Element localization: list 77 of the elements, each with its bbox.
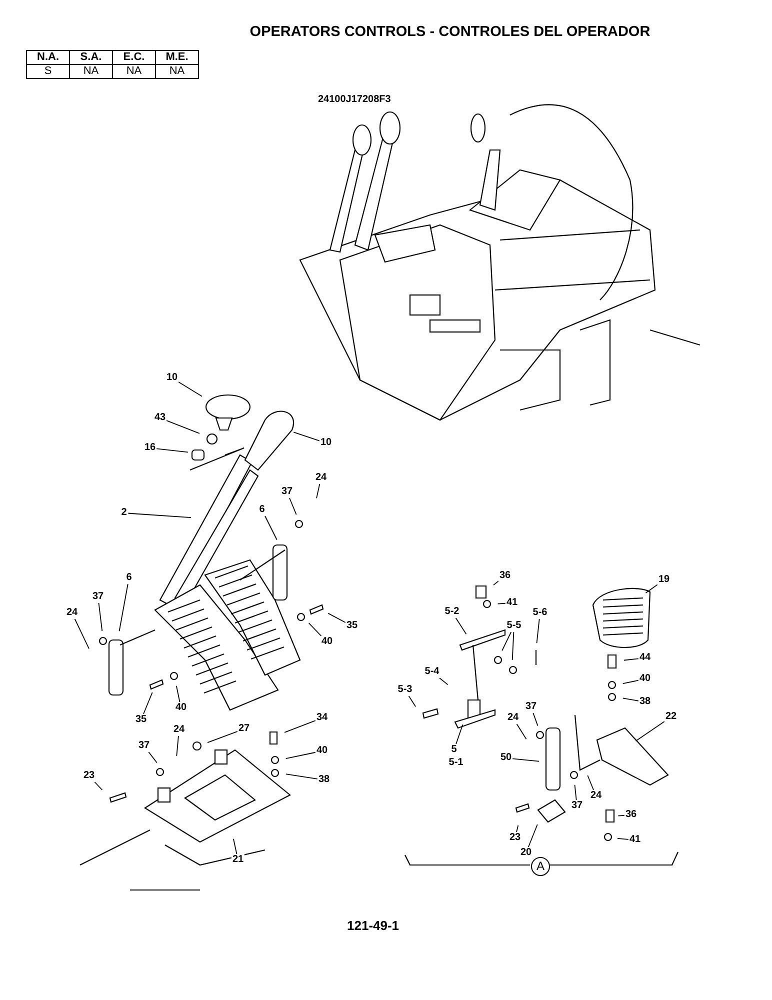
- leader-line: [587, 775, 594, 790]
- callout-number: 5-5: [506, 620, 522, 632]
- leader-line: [532, 712, 538, 726]
- table-cell: NA: [112, 64, 156, 78]
- table-cell: NA: [70, 64, 112, 78]
- leader-line: [624, 658, 639, 661]
- leader-line: [574, 784, 577, 800]
- leader-line: [293, 432, 320, 442]
- leader-line: [285, 774, 318, 780]
- leader-line: [74, 618, 90, 650]
- leader-line: [512, 758, 540, 762]
- leader-line: [285, 752, 316, 760]
- callout-number: 43: [153, 412, 167, 424]
- callout-number: 10: [165, 372, 179, 384]
- leader-line: [176, 736, 179, 756]
- callout-number: 24: [314, 472, 328, 484]
- leader-line: [455, 618, 467, 635]
- callout-number: 37: [137, 740, 151, 752]
- callout-number: 22: [664, 711, 678, 723]
- leader-line: [316, 484, 320, 499]
- leader-line: [328, 612, 346, 623]
- leader-line: [284, 720, 316, 733]
- table-header-cell: N.A.: [26, 50, 70, 64]
- callout-number: 27: [237, 723, 251, 735]
- leader-line: [178, 382, 202, 397]
- table-header-cell: S.A.: [70, 50, 112, 64]
- callout-number: 19: [657, 574, 671, 586]
- leader-line: [497, 602, 506, 604]
- leader-line: [94, 782, 103, 790]
- callout-number: 6: [258, 504, 266, 516]
- leader-line: [166, 420, 200, 434]
- leader-line: [118, 584, 128, 632]
- callout-number: 23: [82, 770, 96, 782]
- drawing-number: 24100J17208F3: [318, 94, 391, 105]
- leader-line: [148, 752, 158, 764]
- leader-line: [635, 721, 665, 742]
- leader-line: [536, 618, 540, 644]
- leader-line: [645, 584, 658, 594]
- leader-line: [516, 724, 527, 740]
- leader-line: [618, 814, 625, 816]
- leader-line: [502, 632, 512, 652]
- leader-line: [264, 516, 278, 540]
- leader-line: [528, 824, 538, 848]
- callout-number: 24: [506, 712, 520, 724]
- title: OPERATORS CONTROLS - CONTROLES DEL OPERADOR: [248, 24, 652, 40]
- leader-line: [308, 622, 322, 636]
- table-header-cell: E.C.: [112, 50, 156, 64]
- leader-line: [493, 580, 499, 586]
- leader-line: [622, 680, 639, 684]
- leader-line: [176, 685, 180, 702]
- leader-line: [512, 632, 514, 660]
- callout-number: 37: [524, 701, 538, 713]
- callout-number: 5-2: [444, 606, 460, 618]
- callout-number: 5-3: [396, 684, 414, 696]
- leader-line: [233, 838, 238, 854]
- callout-number: 37: [280, 486, 294, 498]
- leader-line: [143, 692, 153, 714]
- table-header-cell: M.E.: [156, 50, 198, 64]
- callout-number: 6: [125, 572, 133, 584]
- callout-number: 34: [315, 712, 329, 724]
- callout-number: 24: [65, 607, 79, 619]
- leader-line: [98, 602, 103, 632]
- leader-line: [439, 678, 448, 686]
- leader-line: [156, 448, 188, 453]
- leader-line: [516, 824, 519, 832]
- leader-line: [617, 838, 629, 840]
- leader-line: [622, 698, 639, 702]
- leader-line: [207, 731, 238, 743]
- table-cell: S: [26, 64, 70, 78]
- page-number: 121-49-1: [347, 918, 400, 933]
- callout-number: 36: [498, 570, 512, 582]
- leader-line: [456, 724, 464, 744]
- callout-number: 5-4: [424, 666, 440, 678]
- leader-line: [408, 696, 416, 708]
- leader-line: [289, 498, 297, 515]
- leader-line: [127, 512, 192, 518]
- table-cell: NA: [156, 64, 198, 78]
